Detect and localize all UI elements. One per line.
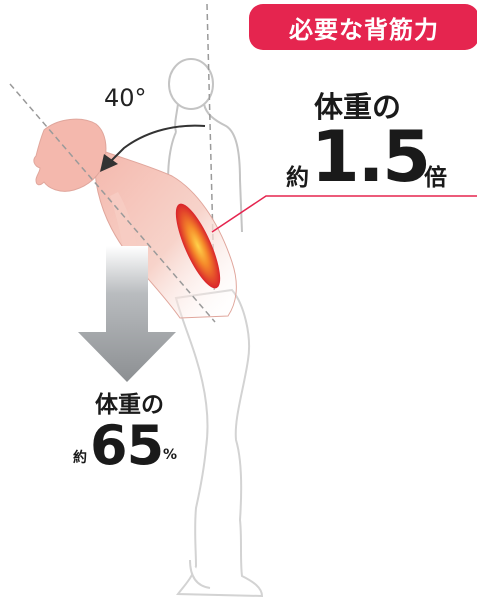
upper-body-title: 体重の — [95, 392, 164, 418]
back-muscle-suffix: 倍 — [424, 165, 447, 191]
required-back-strength-badge: 必要な背筋力 — [249, 4, 477, 50]
torso-axis-line — [9, 83, 216, 323]
upper-body-unit: % — [163, 447, 178, 463]
upper-body-value: 65 — [90, 414, 164, 477]
back-muscle-value: 1.5 — [311, 116, 431, 198]
back-muscle-prefix: 約 — [286, 165, 309, 191]
lower-back-hot-spot — [175, 203, 221, 289]
bent-figure-head — [33, 118, 107, 192]
bent-figure-legs — [174, 288, 264, 598]
angle-label: 40° — [104, 84, 147, 112]
upper-body-prefix: 約 — [73, 450, 87, 466]
angle-arc — [100, 124, 206, 172]
back-muscle-title: 体重の — [314, 90, 402, 124]
leader-line — [211, 195, 477, 233]
badge-label: 必要な背筋力 — [289, 15, 439, 44]
downward-weight-arrow — [78, 246, 176, 382]
